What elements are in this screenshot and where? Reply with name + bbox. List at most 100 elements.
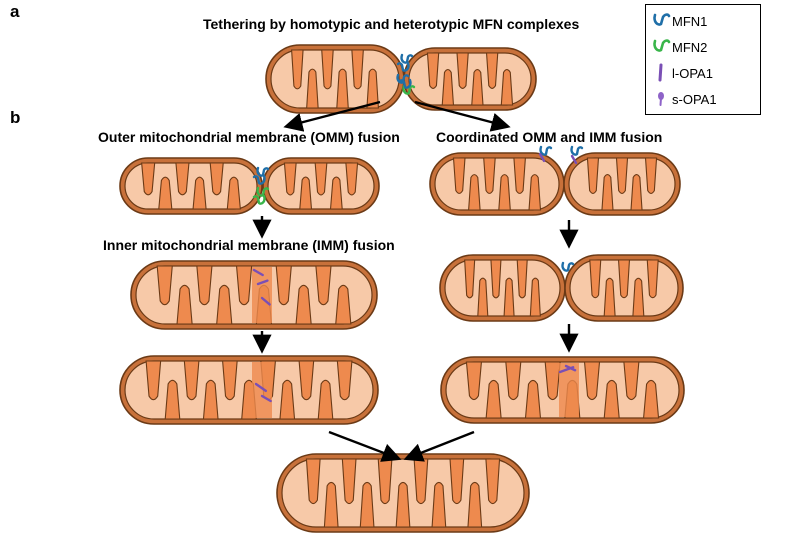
crista [299,176,313,210]
panel-label-a: a [10,2,20,21]
l-opa1-icon [570,154,578,165]
crista [426,52,440,89]
crista [498,174,511,211]
legend-item-mfn1: MFN1 [650,10,707,32]
imm-mito-fused [130,260,378,330]
crista [295,284,312,325]
crista [336,360,353,401]
crista [431,481,447,528]
l-opa1-icon [658,63,663,82]
arrow-right-to-final [403,430,475,462]
l-opa1-icon [260,394,272,403]
crista [377,458,393,505]
crista [183,360,200,401]
crista [485,379,502,419]
mfn1-icon [396,61,410,72]
crista [359,481,375,528]
crista [601,174,614,211]
crista [395,481,411,528]
crista [528,174,542,211]
omm-mito-left [119,157,263,215]
crista [366,68,379,109]
crista [586,157,600,194]
crista [468,174,481,211]
crista [456,52,469,89]
crista [524,379,542,419]
crista [485,52,499,89]
mfn2-icon [252,194,266,205]
crista [617,259,631,299]
crista [646,259,659,299]
mfn1-icon [252,174,266,185]
mfn1-icon [539,145,553,156]
final-fused-mito [276,453,530,533]
omm-mito-right [262,157,380,215]
crista [192,176,207,210]
crista [467,481,483,528]
mfn2-icon [402,84,416,95]
crista [283,162,297,196]
crista [202,379,219,420]
crista [235,265,253,306]
crista [452,157,466,194]
crista [141,162,156,196]
crista [314,162,328,196]
crista [275,265,292,306]
crista [505,361,522,401]
crista [176,284,193,325]
legend-label-l-opa1: l-OPA1 [672,65,713,81]
crista [485,458,501,505]
crista [413,458,429,505]
crista [464,259,476,299]
crista [632,277,645,317]
legend-box: MFN1 MFN2 l-OPA1 s-OPA1 [645,4,761,115]
l-opa1-icon [256,279,269,286]
crista [196,265,213,306]
crista [471,69,484,106]
crista [279,379,296,420]
crista [321,49,334,90]
legend-item-mfn2: MFN2 [650,36,707,58]
legend-item-l-opa1: l-OPA1 [650,62,713,84]
crista [145,360,162,401]
crista [216,284,233,325]
crista [158,176,173,210]
crista [336,68,349,109]
imm-fusion-title: Inner mitochondrial membrane (IMM) fusio… [103,237,395,253]
crista [644,157,658,194]
l-opa1-icon [260,296,271,306]
mfn2-icon [653,39,671,52]
crista [529,277,541,317]
crista [513,157,526,194]
crista [465,361,483,401]
crista [642,379,660,419]
mfn1-icon [396,73,410,84]
crista [583,361,601,401]
crista [306,68,319,109]
crista [500,69,514,106]
crista [317,379,334,420]
legend-label-s-opa1: s-OPA1 [672,91,717,107]
coord-mito-stage2-left [439,254,566,322]
crista [490,259,502,299]
crista [298,360,315,401]
coord-mito-right [563,152,681,216]
tethering-title: Tethering by homotypic and heterotypic M… [203,16,580,32]
omm-fusion-title: Outer mitochondrial membrane (OMM) fusio… [98,129,400,145]
tethering-mito-left [265,44,405,114]
mfn2-icon [256,186,270,197]
legend-item-s-opa1: s-OPA1 [650,88,717,110]
crista [226,176,241,210]
arrow-to-coordinated [414,100,511,132]
arrow-to-omm [283,100,381,132]
crista [449,458,465,505]
crista [589,259,602,299]
legend-label-mfn1: MFN1 [672,13,708,29]
panel-label-b: b [10,108,21,127]
l-opa1-icon [538,152,546,163]
crista [175,162,190,196]
coord-mito-stage2-right [564,254,684,322]
crista [441,69,455,106]
crista [329,176,343,210]
